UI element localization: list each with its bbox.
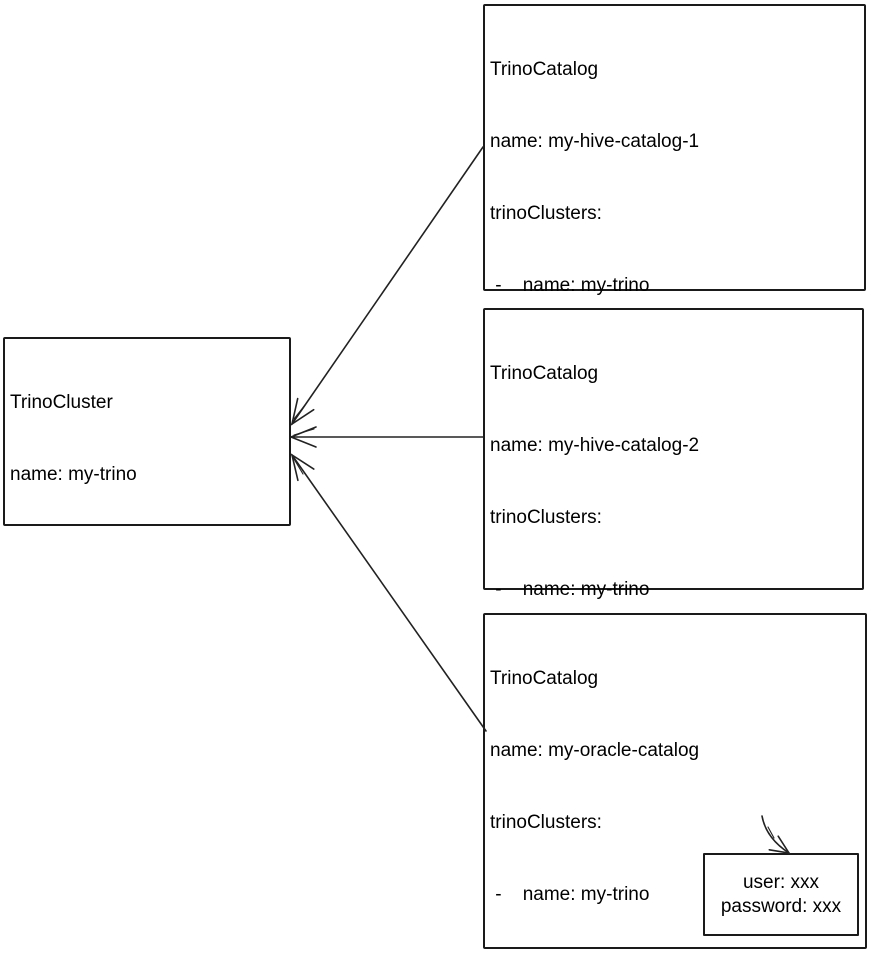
yaml-line: - name: my-trino	[490, 275, 650, 296]
yaml-line: - name: my-trino	[490, 579, 650, 600]
secret-box: user: xxx password: xxx	[703, 853, 859, 936]
node-type-label: TrinoCatalog	[490, 363, 599, 384]
arrowhead-icon	[288, 426, 317, 448]
yaml-line: trinoClusters:	[490, 507, 602, 528]
yaml-line: - name: my-trino	[490, 884, 650, 905]
trino-catalog-box-hive-1: TrinoCatalog name: my-hive-catalog-1 tri…	[483, 4, 866, 656]
arrowhead-sketch-stroke	[293, 404, 306, 420]
secret-password-line: password: xxx	[720, 895, 842, 917]
connector-oracle-catalog-to-cluster	[290, 453, 487, 732]
node-type-label: TrinoCatalog	[490, 59, 599, 80]
trino-catalog-box-hive-2: TrinoCatalog name: my-hive-catalog-2 tri…	[483, 308, 864, 888]
yaml-line: name: my-hive-catalog-2	[490, 435, 700, 456]
secret-user-line: user: xxx	[742, 871, 820, 893]
yaml-line: trinoClusters:	[490, 812, 602, 833]
node-type-label: TrinoCluster	[10, 392, 113, 413]
yaml-line: name: my-oracle-catalog	[490, 740, 700, 761]
connector-line	[291, 146, 484, 425]
arrowhead-sketch-stroke	[293, 458, 304, 475]
trino-catalog-box-oracle: TrinoCatalog name: my-oracle-catalog tri…	[483, 613, 867, 949]
arrowhead-icon	[290, 453, 315, 482]
connector-hive-catalog-1-to-cluster	[290, 146, 484, 426]
arrowhead-sketch-stroke	[293, 428, 315, 436]
node-type-label: TrinoCatalog	[490, 668, 599, 689]
connector-hive-catalog-2-to-cluster	[288, 426, 484, 448]
yaml-line: name: my-hive-catalog-1	[490, 131, 700, 152]
connector-line	[291, 454, 487, 732]
arrowhead-icon	[290, 397, 315, 426]
yaml-line: trinoClusters:	[490, 203, 602, 224]
trino-cluster-box: TrinoCluster name: my-trino	[3, 337, 291, 526]
yaml-line: name: my-trino	[10, 464, 137, 485]
